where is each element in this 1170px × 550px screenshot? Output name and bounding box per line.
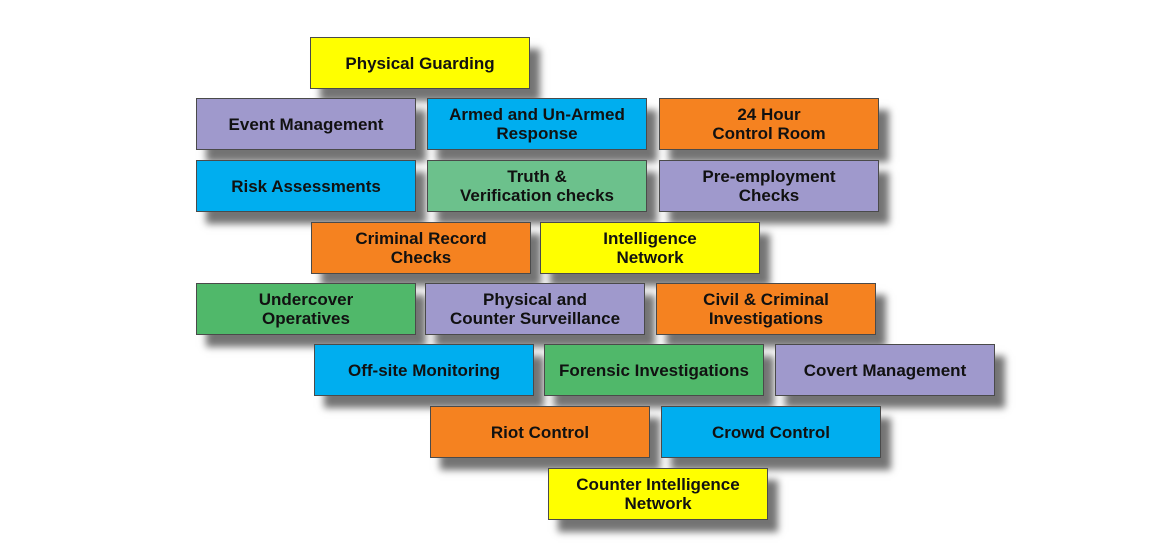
tile-crowd-control: Crowd Control (661, 406, 881, 458)
tile-intelligence-network: Intelligence Network (540, 222, 760, 274)
tile-control-room: 24 Hour Control Room (659, 98, 879, 150)
tile-criminal-record: Criminal Record Checks (311, 222, 531, 274)
tile-undercover-operatives: Undercover Operatives (196, 283, 416, 335)
tile-physical-guarding: Physical Guarding (310, 37, 530, 89)
tile-offsite-monitoring: Off-site Monitoring (314, 344, 534, 396)
tile-covert-management: Covert Management (775, 344, 995, 396)
tile-counter-intelligence: Counter Intelligence Network (548, 468, 768, 520)
tile-risk-assessments: Risk Assessments (196, 160, 416, 212)
tile-riot-control: Riot Control (430, 406, 650, 458)
tile-armed-response: Armed and Un-Armed Response (427, 98, 647, 150)
tile-counter-surveillance: Physical and Counter Surveillance (425, 283, 645, 335)
tile-event-management: Event Management (196, 98, 416, 150)
tile-truth-verification: Truth & Verification checks (427, 160, 647, 212)
tile-forensic-investigations: Forensic Investigations (544, 344, 764, 396)
tile-civil-criminal-investigations: Civil & Criminal Investigations (656, 283, 876, 335)
tile-pre-employment: Pre-employment Checks (659, 160, 879, 212)
